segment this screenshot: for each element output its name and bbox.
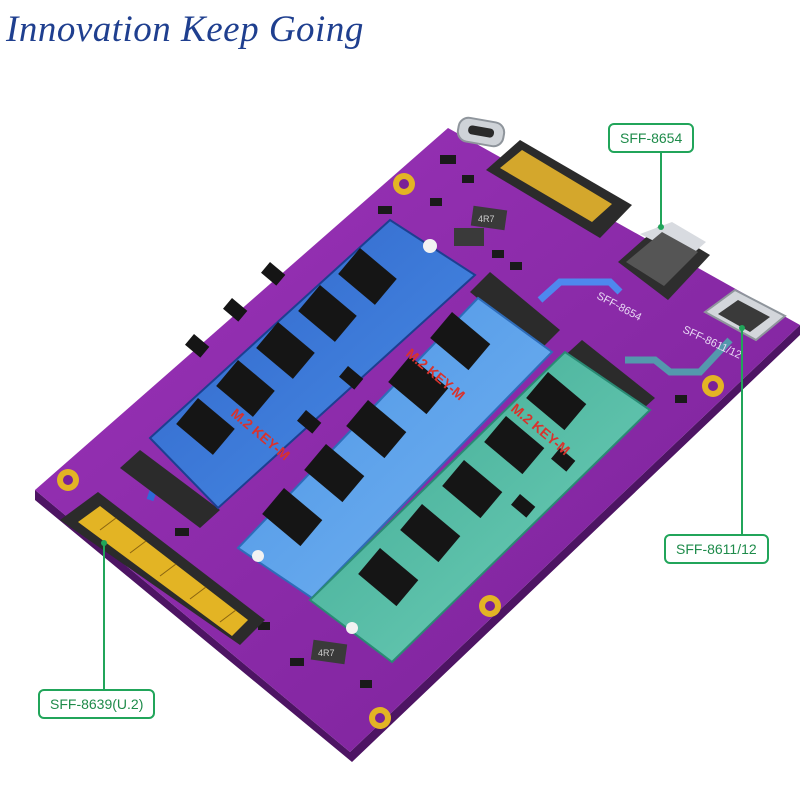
resistor-4r7: 4R7 <box>310 639 348 665</box>
mounting-hole <box>702 375 724 397</box>
sff8611-connector <box>703 288 787 342</box>
ssd-screw <box>346 622 358 634</box>
usb-c-power-port <box>456 116 506 148</box>
ssd-module-blue: M.2 KEY-M <box>148 218 477 510</box>
pcb-trace <box>537 278 623 303</box>
m2-slot <box>470 272 560 350</box>
resistor-4r7 <box>454 228 484 246</box>
callout-sff8654: SFF-8654 <box>608 123 695 153</box>
callout-sff8639: SFF-8639(U.2) <box>38 689 156 719</box>
resistor-label: 4R7 <box>478 214 495 224</box>
u2-edge-connector <box>60 492 265 645</box>
pcb-edge <box>35 325 800 762</box>
ssd-module-lightblue: M.2 KEY-M <box>236 296 554 600</box>
ssd-module-teal: M.2 KEY-M <box>308 350 652 664</box>
top-power-connector <box>486 140 632 238</box>
pcb-trace <box>625 337 733 376</box>
mounting-hole <box>479 595 501 617</box>
sff8654-connector <box>618 222 710 300</box>
callout-sff8611: SFF-8611/12 <box>664 534 769 564</box>
mounting-hole <box>369 707 391 729</box>
mounting-hole <box>393 173 415 195</box>
headline-text: Innovation Keep Going <box>6 9 364 50</box>
smd-components <box>175 155 687 688</box>
resistor-label: 4R7 <box>318 648 335 658</box>
mounting-hole <box>57 469 79 491</box>
ssd-screw <box>423 239 437 253</box>
ssd-screw <box>252 550 264 562</box>
resistor-4r7: 4R7 <box>470 205 508 231</box>
m2-slot <box>120 450 220 528</box>
